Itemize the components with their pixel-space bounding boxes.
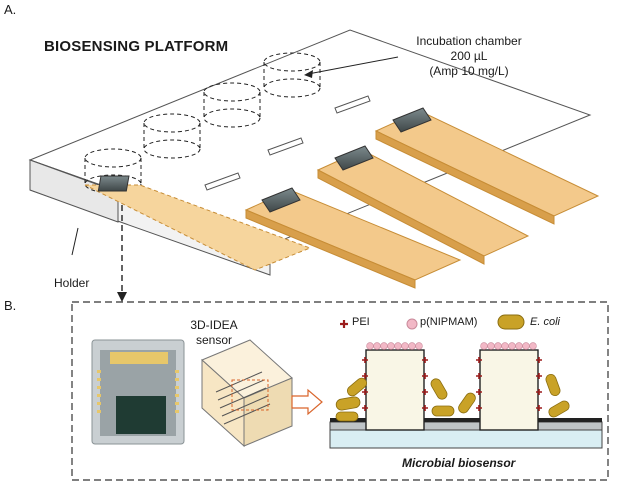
incubation-line-3: (Amp 10 mg/L) — [429, 64, 509, 78]
holder-pointer — [71, 227, 79, 256]
chamber-2 — [203, 82, 261, 128]
sensor-strip-2 — [316, 145, 530, 265]
zoom-arrow — [291, 388, 323, 416]
chamber-1 — [263, 52, 321, 98]
electrode-right — [479, 349, 539, 431]
incubation-line-2: 200 µL — [450, 49, 488, 63]
ecoli-legend-icon — [497, 314, 525, 330]
electrode-left — [365, 349, 425, 431]
panel-a-label: A. — [4, 2, 17, 17]
inserted-strip — [84, 175, 312, 271]
sensor-strip-1 — [244, 187, 462, 289]
sensor-label-line-1: 3D-IDEA — [190, 318, 238, 332]
chamber-3 — [143, 113, 201, 159]
sensor-strip-3 — [374, 107, 600, 225]
sensor-label: 3D-IDEA sensor — [184, 318, 244, 348]
platform-title: BIOSENSING PLATFORM — [44, 38, 229, 55]
pei-legend-label: PEI — [352, 316, 370, 328]
incubation-line-1: Incubation chamber — [416, 34, 522, 48]
pnipmam-legend-label: p(NIPMAM) — [420, 316, 478, 328]
chip-photo — [91, 339, 185, 445]
sensor-label-line-2: sensor — [195, 333, 233, 347]
holder-label: Holder — [54, 276, 90, 290]
holder-slots — [204, 95, 371, 191]
panel-b-frame — [71, 301, 609, 481]
pnipmam-legend-icon — [406, 318, 418, 330]
microbial-biosensor-caption: Microbial biosensor — [402, 456, 516, 470]
pei-legend-icon — [340, 320, 348, 328]
ecoli-legend-label: E. coli — [530, 316, 560, 328]
legend — [340, 314, 525, 330]
incubation-pointer — [307, 56, 399, 75]
incubation-label: Incubation chamber 200 µL (Amp 10 mg/L) — [394, 34, 544, 79]
idea-schematic — [201, 339, 293, 448]
cross-section — [329, 342, 603, 449]
panel-b-label: B. — [4, 298, 17, 313]
